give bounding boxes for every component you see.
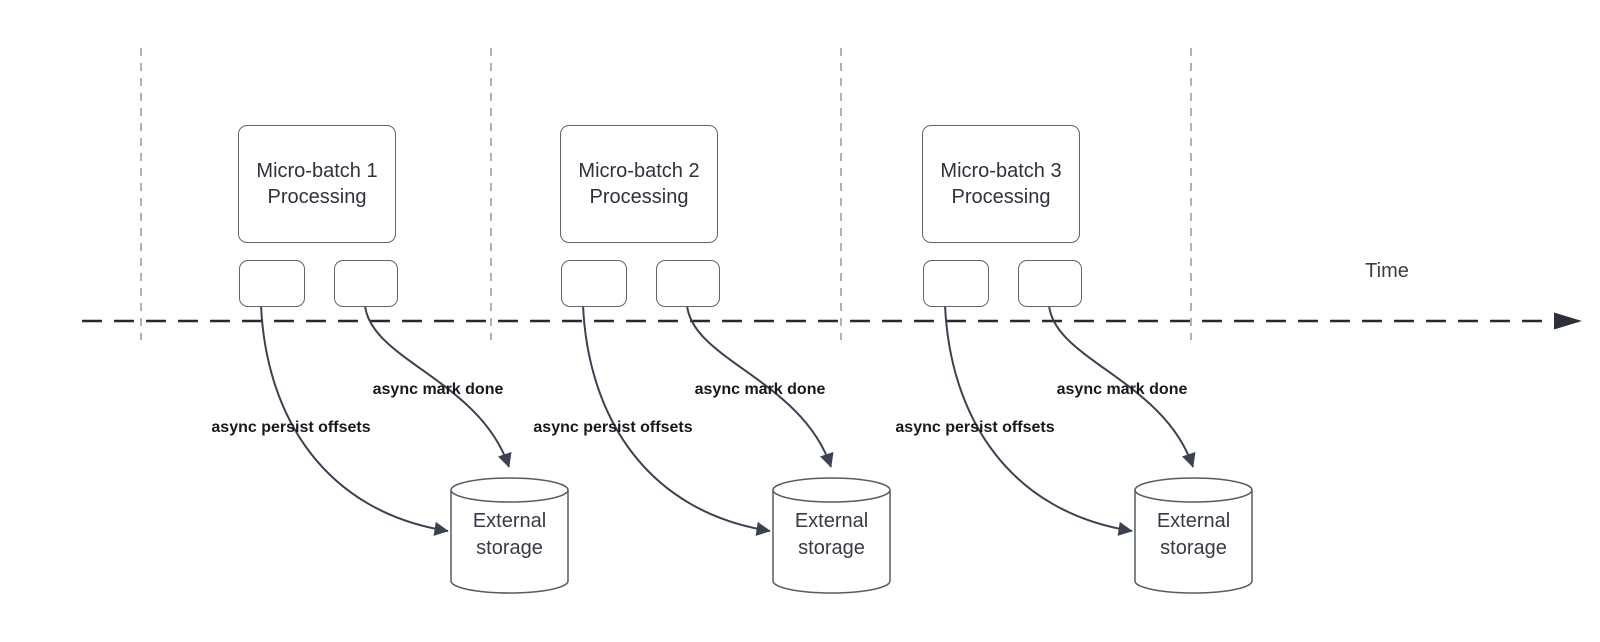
async-persist-offsets-arrow: [260, 304, 449, 536]
external-storage-cylinder: [1134, 490, 1253, 594]
external-storage-cylinder-top: [772, 477, 891, 503]
time-axis-arrowhead-icon: [1554, 312, 1582, 330]
time-axis-label: Time: [1365, 260, 1409, 282]
external-storage-cylinder-top: [1134, 477, 1253, 503]
async-mark-done-arrow: [1048, 304, 1196, 468]
cluster-2-graphics: [582, 304, 891, 594]
external-storage-cylinder: [772, 490, 891, 594]
async-persist-offsets-arrow: [582, 304, 771, 536]
external-storage-cylinder: [450, 490, 569, 594]
async-persist-offsets-arrow: [944, 304, 1133, 536]
cluster-1-graphics: [260, 304, 569, 594]
async-mark-done-arrow: [686, 304, 834, 468]
external-storage-cylinder-top: [450, 477, 569, 503]
cluster-3-graphics: [944, 304, 1253, 594]
async-mark-done-arrow: [364, 304, 512, 468]
